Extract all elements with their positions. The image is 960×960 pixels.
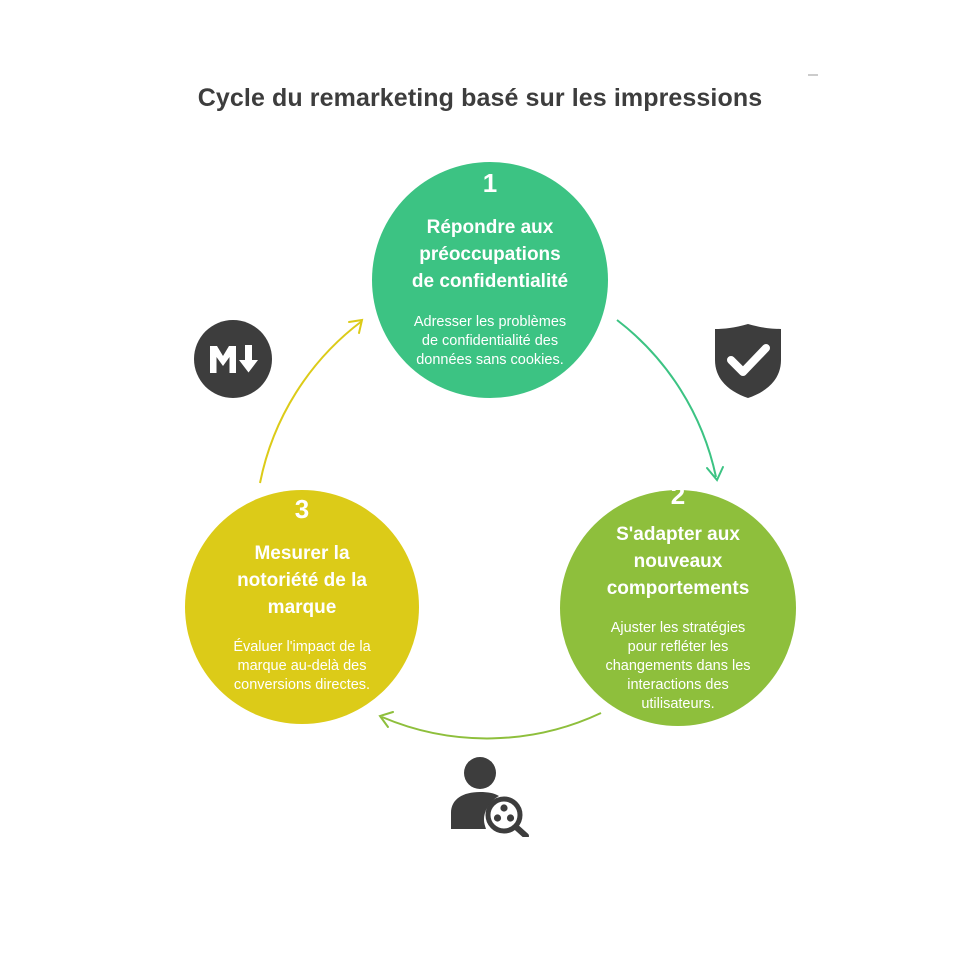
arrow-3-to-1 — [259, 320, 363, 484]
step-3-title-line: Mesurer la — [254, 543, 350, 564]
step-1-desc-line: de confidentialité des — [421, 333, 559, 349]
step-2-desc-line: pour refléter les — [627, 639, 729, 655]
user-search-icon — [451, 757, 529, 837]
step-1-title-line: de confidentialité — [411, 271, 569, 292]
step-2-desc-line: utilisateurs. — [641, 696, 715, 712]
step-1-circle: 1 Répondre aux préoccupations de confide… — [372, 162, 608, 398]
diagram-title: Cycle du remarketing basé sur les impres… — [197, 84, 763, 112]
step-2-desc-line: interactions des — [627, 677, 729, 693]
step-1-desc-line: données sans cookies. — [416, 352, 564, 368]
arrow-1-to-2 — [616, 319, 717, 478]
shield-check-icon — [715, 324, 781, 398]
arrow-2-to-3 — [381, 712, 602, 740]
step-1-number: 1 — [482, 168, 498, 198]
step-3-title-line: notoriété de la — [237, 570, 367, 591]
step-2-desc-line: changements dans les — [605, 658, 751, 674]
step-3-desc-line: marque au-delà des — [237, 658, 367, 674]
step-2-title: S'adapter aux nouveaux comportements — [560, 521, 796, 602]
step-2-title-line: nouveaux — [633, 551, 723, 572]
step-3-number: 3 — [294, 494, 310, 524]
step-2-description: Ajuster les stratégies pour refléter les… — [560, 619, 796, 714]
step-2-circle: 2 S'adapter aux nouveaux comportements A… — [560, 480, 796, 726]
arrow-2-to-3-head — [378, 711, 394, 728]
step-3-title: Mesurer la notoriété de la marque — [185, 540, 419, 621]
arrow-1-to-2-head — [706, 466, 724, 482]
step-2-title-line: S'adapter aux — [616, 524, 740, 545]
step-1-title-line: préoccupations — [419, 244, 561, 265]
step-1-title-line: Répondre aux — [426, 217, 554, 238]
arrow-3-to-1-head — [348, 318, 364, 334]
step-2-title-line: comportements — [606, 578, 750, 599]
step-2-number: 2 — [670, 480, 686, 510]
step-3-description: Évaluer l'impact de la marque au-delà de… — [185, 638, 419, 695]
step-3-circle: 3 Mesurer la notoriété de la marque Éval… — [185, 490, 419, 724]
markdown-icon — [194, 320, 272, 398]
step-1-description: Adresser les problèmes de confidentialit… — [372, 313, 608, 370]
step-3-desc-line: conversions directes. — [233, 677, 371, 693]
step-1-desc-line: Adresser les problèmes — [413, 314, 567, 330]
step-2-desc-line: Ajuster les stratégies — [610, 620, 746, 636]
step-3-title-line: marque — [267, 597, 337, 618]
step-1-title: Répondre aux préoccupations de confident… — [372, 214, 608, 295]
step-3-desc-line: Évaluer l'impact de la — [233, 639, 371, 655]
